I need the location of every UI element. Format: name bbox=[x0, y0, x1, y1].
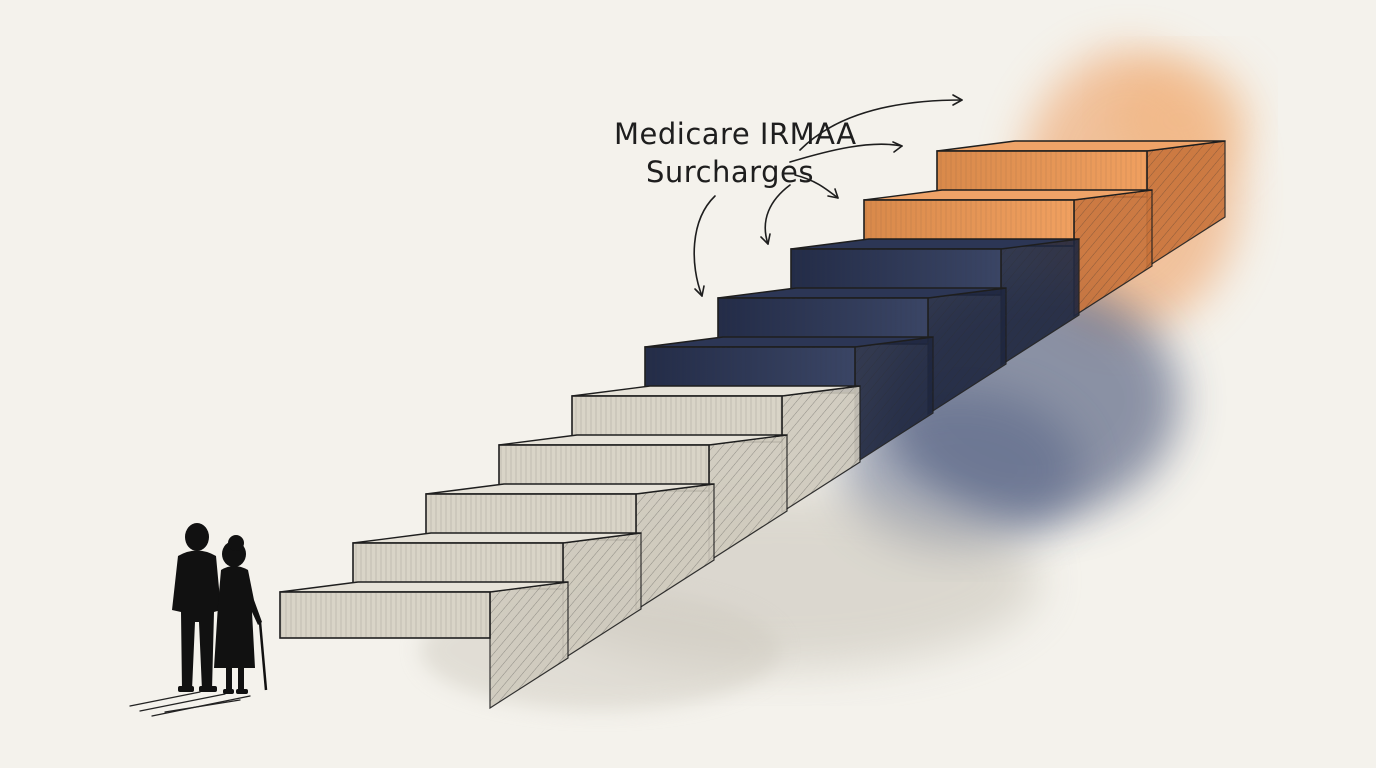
arrow-to-step-7 bbox=[764, 184, 791, 245]
staircase bbox=[279, 140, 1226, 710]
stair-step-1 bbox=[279, 581, 569, 710]
annotation-arrows bbox=[693, 94, 963, 297]
annotation-line-1: Medicare IRMAA bbox=[614, 117, 857, 151]
arrow-to-step-6 bbox=[693, 195, 716, 297]
elderly-couple bbox=[129, 523, 268, 717]
arrow-to-step-9 bbox=[789, 143, 903, 163]
annotation: Medicare IRMAA Surcharges bbox=[614, 94, 963, 297]
elderly-man-silhouette bbox=[172, 523, 221, 692]
arrow-to-top-step bbox=[799, 99, 963, 151]
elderly-woman-with-cane-silhouette bbox=[214, 535, 268, 694]
arrow-to-step-8 bbox=[794, 174, 839, 199]
ground-shadow bbox=[129, 691, 251, 717]
annotation-line-2: Surcharges bbox=[646, 155, 814, 189]
